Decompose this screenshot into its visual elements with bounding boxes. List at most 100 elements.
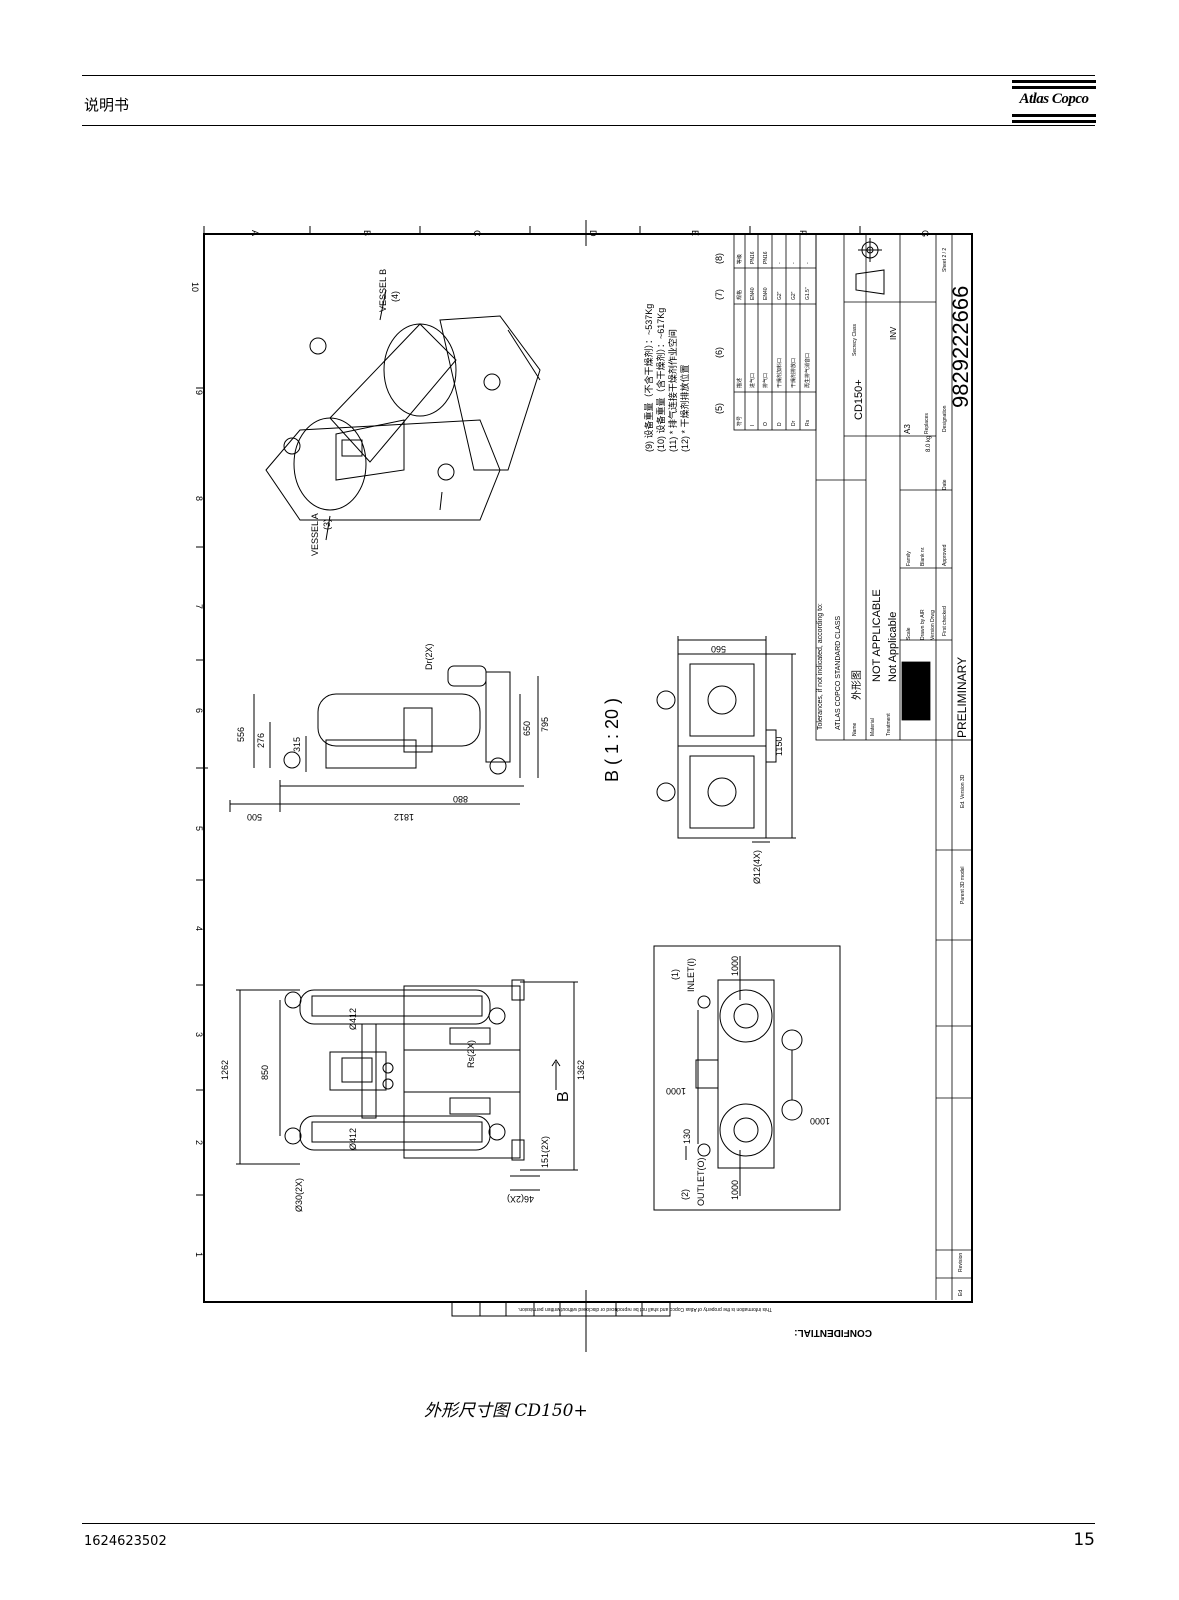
note-12: (12) * 干燥剂排放位置 — [679, 364, 690, 452]
atlas-copco-logo: Atlas Copco — [1012, 80, 1096, 123]
callout-1: (1) — [670, 969, 680, 980]
vessel-a-label: VESSEL A — [310, 513, 320, 556]
grid-number: 10 — [190, 282, 200, 292]
tb-tolerances: Tolerances, if not indicated, according … — [817, 603, 824, 730]
tb-status: PRELIMINARY — [955, 657, 969, 738]
projection-icon — [855, 238, 885, 295]
tb-format: A3 — [903, 424, 912, 434]
tb-model: CD150+ — [853, 379, 865, 420]
inlet-label: INLET(I) — [686, 958, 696, 992]
table-header: 规格 — [736, 290, 743, 300]
callout-6: (6) — [714, 347, 724, 358]
dim-850: 850 — [260, 1065, 270, 1080]
table-cell: G2" — [777, 291, 783, 300]
table-cell: O — [763, 422, 769, 426]
dim-1000-c: 1000 — [666, 1086, 686, 1096]
callout-5: (5) — [714, 403, 724, 414]
note-11: (11) * 排气连接干燥剂作业空间 — [667, 329, 678, 452]
callout-2: (2) — [680, 1189, 690, 1200]
isometric-labels: VESSEL A (3) VESSEL B (4) — [310, 269, 400, 556]
arrow-b-label: B — [555, 1091, 572, 1102]
grid-letter: C — [472, 230, 482, 237]
weight-notes: (9) 设备重量（不含干燥剂）：~537Kg (10) 设备重量（含干燥剂）：~… — [643, 304, 690, 452]
dim-560: 560 — [711, 644, 726, 654]
dim-30: Ø30(2X) — [294, 1178, 304, 1212]
callout-7: (7) — [714, 289, 724, 300]
title-block-text: Tolerances, if not indicated, according … — [817, 248, 973, 1296]
dim-12: Ø12(4X) — [752, 850, 762, 884]
table-callouts: (5) (6) (7) (8) — [714, 253, 724, 414]
tb-treatment-label: Treatment — [886, 713, 892, 736]
page-number: 15 — [1073, 1530, 1095, 1550]
top-view-dims: B ( 1 : 20 ) 560 1150 Ø12(4X) — [602, 644, 784, 884]
dim-151: 151(2X) — [540, 1136, 550, 1168]
label-rs: Rs(2X) — [466, 1040, 476, 1068]
table-cell: Rs — [805, 419, 811, 426]
tb-family: Family — [906, 551, 912, 566]
tb-standard: ATLAS COPCO STANDARD CLASS — [835, 616, 842, 730]
note-9: (9) 设备重量（不含干燥剂）：~537Kg — [643, 304, 654, 452]
tb-replaces: Replaces — [924, 413, 930, 434]
grid-number: 8 — [194, 496, 204, 501]
grid-number: 5 — [194, 826, 204, 831]
dim-1262: 1262 — [220, 1060, 230, 1080]
tb-parent-model: Parent 3D model — [960, 866, 966, 904]
bottom-ruler — [451, 1301, 671, 1317]
callout-3: (3) — [322, 519, 332, 530]
front-view — [236, 979, 578, 1191]
dim-650: 650 — [522, 721, 532, 736]
grid-letter: E — [690, 230, 700, 236]
grid-number: 3 — [194, 1032, 204, 1037]
table-cell: Dr — [791, 420, 797, 426]
table-cell: - — [805, 262, 811, 264]
tb-material-value: NOT APPLICABLE — [871, 589, 883, 682]
dim-1362: 1362 — [576, 1060, 586, 1080]
tb-ed-version: Ed. Version 3D — [960, 774, 966, 808]
tb-version: Version Drwg — [930, 610, 936, 640]
dim-412-a: Ø412 — [348, 1008, 358, 1030]
table-header: 等级 — [736, 254, 743, 264]
table-cell: I — [750, 425, 756, 426]
connections-table — [733, 233, 817, 431]
dim-1150: 1150 — [774, 737, 784, 756]
dimension-drawing: A B C D E F G 1 2 3 4 5 6 7 8 — [190, 220, 973, 1352]
vessel-b-label: VESSEL B — [378, 269, 388, 312]
tb-blank-nr: Blank nr. — [920, 547, 926, 566]
title-block — [815, 233, 973, 1300]
table-cell: - — [791, 262, 797, 264]
footer-rule — [82, 1523, 1095, 1524]
view-b-title: B ( 1 : 20 ) — [602, 698, 622, 782]
table-cells: 符号 描述 规格 等级 I 进气口 EN40 PN16 O 排气口 EN40 P… — [736, 251, 811, 426]
grid-letter: D — [588, 230, 598, 237]
dim-500: 500 — [247, 812, 262, 822]
dim-795: 795 — [540, 717, 550, 732]
grid-numbers: 1 2 3 4 5 6 7 8 9 10 — [190, 282, 204, 1257]
dim-315: 315 — [292, 737, 302, 752]
page-header-title: 说明书 — [84, 96, 130, 114]
dim-1000-a: 1000 — [730, 956, 740, 976]
table-cell: G1.5" — [805, 287, 811, 300]
dim-880: 880 — [453, 794, 468, 804]
grid-letter: F — [798, 230, 808, 236]
dim-276: 276 — [256, 733, 266, 748]
dim-1000-d: 1000 — [810, 1116, 830, 1126]
tb-scale: Scale — [906, 627, 912, 640]
logo-text: Atlas Copco — [1019, 91, 1089, 107]
tb-drawing-number: 9829222666 — [948, 286, 973, 408]
callout-8: (8) — [714, 253, 724, 264]
table-header: 描述 — [736, 378, 743, 388]
connections-view — [653, 945, 841, 1211]
isometric-view — [265, 289, 541, 541]
confidential-note: This information is the property of Atla… — [518, 1306, 772, 1312]
top-view-b — [656, 636, 796, 843]
table-cell: 进气口 — [749, 373, 756, 388]
tb-treatment-value: Not Applicable — [887, 612, 899, 682]
dim-130: 130 — [682, 1129, 692, 1144]
tb-name-value: 外形图 — [851, 670, 863, 700]
note-10: (10) 设备重量（含干燥剂）：~617Kg — [655, 308, 666, 452]
tb-designation: Designation — [942, 405, 948, 432]
table-cell: EN40 — [750, 287, 756, 300]
dim-412-b: Ø412 — [348, 1128, 358, 1150]
confidential-label: CONFIDENTIAL: — [794, 1327, 872, 1338]
table-cell: 排气口 — [762, 373, 769, 388]
